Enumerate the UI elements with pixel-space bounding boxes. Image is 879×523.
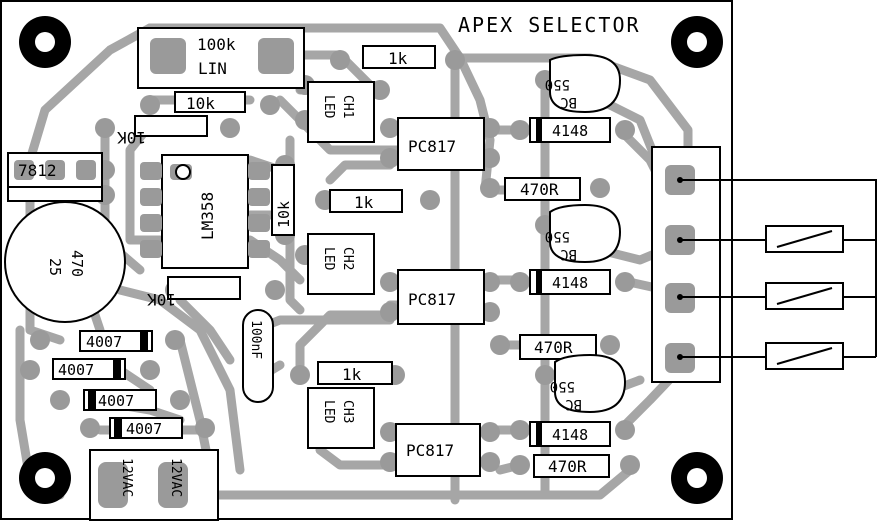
sig-diode-3-body bbox=[529, 421, 611, 447]
opto-3-label: PC817 bbox=[406, 441, 454, 460]
opto-3-outline bbox=[395, 423, 481, 477]
opto-2-outline bbox=[397, 269, 485, 325]
r-10k-c-label: 10k bbox=[275, 201, 293, 228]
transistor-2-outline bbox=[549, 203, 622, 264]
r-470-2-label: 470R bbox=[534, 338, 573, 357]
pot-value-label: 100k bbox=[197, 35, 236, 54]
led-ch3-label: CH3 bbox=[340, 400, 355, 423]
component-pads bbox=[14, 38, 695, 508]
led-ch2-type: LED bbox=[321, 247, 336, 271]
r-top-1k-label: 1k bbox=[388, 49, 408, 68]
r-10k-d-body bbox=[167, 276, 241, 300]
diode-4007-4-label: 4007 bbox=[126, 420, 162, 438]
opto-1-outline bbox=[397, 117, 485, 171]
sig-diode-1-body bbox=[529, 117, 611, 143]
transistor-2-type: BC bbox=[560, 246, 577, 262]
r-1k-low-body bbox=[317, 361, 393, 385]
sig-diode-2-label: 4148 bbox=[552, 274, 588, 292]
cap-small-label: 100nF bbox=[248, 320, 263, 359]
cap-big-value-label: 470 bbox=[68, 250, 86, 277]
diode-4007-2-label: 4007 bbox=[58, 361, 94, 379]
r-top-1k-body bbox=[362, 45, 436, 69]
transistor-1-outline bbox=[549, 53, 622, 114]
r-10k-a-label: 10k bbox=[186, 94, 215, 113]
sig-diode-3-label: 4148 bbox=[552, 426, 588, 444]
cap-big-outline bbox=[4, 201, 126, 323]
diode-4007-1-body bbox=[79, 330, 153, 352]
diode-bands bbox=[88, 118, 542, 446]
sig-diode-1-label: 4148 bbox=[552, 122, 588, 140]
external-wiring bbox=[680, 179, 877, 370]
diode-4007-3-body bbox=[83, 389, 157, 411]
diode-4007-4-body bbox=[109, 417, 183, 439]
transistor-1-type: BC bbox=[560, 94, 577, 110]
board-title: APEX SELECTOR bbox=[458, 13, 641, 37]
r-470-3-label: 470R bbox=[548, 457, 587, 476]
transistor-3-num: 550 bbox=[550, 378, 575, 394]
cap-small-outline bbox=[242, 309, 274, 403]
opamp-pin1-marker bbox=[175, 164, 191, 180]
transistor-2-num: 550 bbox=[545, 228, 570, 244]
led-ch1-type: LED bbox=[321, 95, 336, 119]
led-ch3-type: LED bbox=[321, 400, 336, 424]
led-ch1-label: CH1 bbox=[340, 95, 355, 118]
opto-1-label: PC817 bbox=[408, 137, 456, 156]
cap-big-voltage-label: 25 bbox=[46, 258, 64, 276]
r-10k-b-body bbox=[134, 115, 208, 137]
regulator-label: 7812 bbox=[18, 161, 57, 180]
led-ch1-outline bbox=[307, 81, 375, 143]
r-10k-b-label: 10K bbox=[117, 128, 146, 147]
transistors bbox=[549, 53, 627, 414]
r-470-1-label: 470R bbox=[520, 180, 559, 199]
r-470-1-body bbox=[504, 177, 581, 201]
diode-4007-2-body bbox=[52, 358, 126, 380]
led-ch3-outline bbox=[307, 387, 375, 449]
transistor-1-num: 550 bbox=[545, 76, 570, 92]
ac-in-2-label: 12VAC bbox=[168, 458, 183, 497]
opto-2-label: PC817 bbox=[408, 290, 456, 309]
diode-4007-1-label: 4007 bbox=[86, 333, 122, 351]
r-10k-a-body bbox=[174, 91, 246, 113]
r-470-3-body bbox=[533, 454, 610, 478]
r-10k-c-body bbox=[271, 164, 295, 236]
transistor-3-outline bbox=[554, 353, 627, 414]
r-10k-d-label: 10K bbox=[147, 290, 176, 309]
r-1k-low-label: 1k bbox=[342, 365, 362, 384]
r-1k-mid-label: 1k bbox=[354, 193, 374, 212]
sig-diode-2-body bbox=[529, 269, 611, 295]
mounting-holes bbox=[19, 16, 723, 504]
led-ch2-label: CH2 bbox=[340, 247, 355, 270]
opamp-label: LM358 bbox=[198, 192, 217, 240]
ac-in-1-label: 12VAC bbox=[119, 458, 134, 497]
coil-2 bbox=[765, 282, 844, 310]
transistor-3-type: BC bbox=[565, 396, 582, 412]
diode-4007-3-label: 4007 bbox=[98, 392, 134, 410]
r-1k-mid-body bbox=[329, 189, 403, 213]
led-ch2-outline bbox=[307, 233, 375, 295]
pot-type-label: LIN bbox=[198, 59, 227, 78]
